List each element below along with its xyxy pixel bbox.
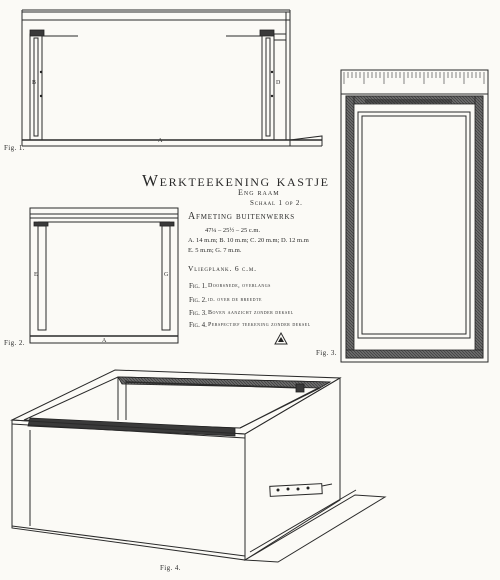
legend-text-1: Doorsnede, overlangs: [208, 283, 271, 289]
legend-text-2: id. over de breedte: [208, 297, 262, 303]
fig3-label: Fig. 3.: [316, 349, 337, 357]
dimensions-line-1: A. 14 m.m; B. 10 m.m; C. 20 m.m; D. 12 m…: [188, 237, 309, 244]
legend-fig-1: Fig. 1.: [189, 282, 207, 290]
fig2-label: Fig. 2.: [4, 339, 25, 347]
dimensions-overall: 47¼ – 25½ – 25 c.m.: [205, 227, 261, 234]
fig1-label: Fig. 1.: [4, 144, 25, 152]
part-letter-d: D: [276, 80, 281, 86]
legend-fig-4: Fig. 4.: [189, 321, 207, 329]
dimensions-line-2: E. 5 m.m; G. 7 m.m.: [188, 247, 242, 254]
vliegplank-dimension: Vliegplank. 6 c.m.: [188, 264, 257, 273]
part-letter-a-fig2: A: [102, 338, 107, 344]
triangle-mark-icon: [274, 331, 288, 345]
section-heading: Afmeting buitenwerks: [188, 211, 295, 222]
drawing-title: Werkteekening kastje: [142, 171, 330, 190]
part-letter-a: A: [158, 138, 163, 144]
fig2-width-section: [29, 207, 179, 344]
fig1-longitudinal-section: [21, 9, 323, 147]
drawing-subtitle: Eng raam: [238, 188, 280, 197]
fig4-perspective-view: [10, 369, 387, 563]
fig3-ruler-ticks: [343, 72, 485, 84]
part-letter-b: B: [32, 80, 37, 86]
legend-text-4: Perspectief teekening zonder deksel: [208, 322, 311, 328]
legend-fig-2: Fig. 2.: [189, 296, 207, 304]
legend-fig-3: Fig. 3.: [189, 309, 207, 317]
legend-text-3: Boven aanzicht zonder deksel: [208, 310, 294, 316]
fig3-top-view: [340, 69, 489, 363]
fig4-label: Fig. 4.: [160, 564, 181, 572]
part-letter-g: G: [164, 272, 169, 278]
drawing-scale: Schaal 1 op 2.: [250, 199, 303, 207]
part-letter-e: E: [34, 272, 38, 278]
